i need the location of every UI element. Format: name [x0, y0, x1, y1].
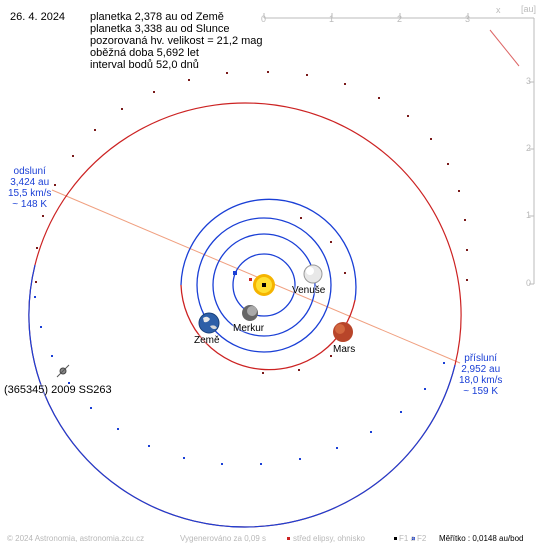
x-tick-label-0: 0 [261, 14, 267, 24]
aphelion-info: odsluní 3,424 au 15,5 km/s ~ 148 K [8, 166, 51, 210]
venus-label: Venuše [292, 285, 326, 296]
legend-center-text: střed elipsy, ohnisko [293, 534, 365, 543]
info-block: planetka 2,378 au od Země planetka 3,338… [90, 11, 263, 71]
info-line-magnitude: pozorovaná hv. velikost = 21,2 mag [90, 35, 263, 47]
ellipse-center-marker [249, 278, 252, 281]
perihelion-temp: ~ 159 K [463, 386, 499, 397]
apsis-line [51, 189, 461, 364]
info-line-interval: interval bodů 52,0 dnů [90, 59, 199, 71]
mercury-label: Merkur [233, 323, 265, 334]
x-tick-label-2: 2 [397, 14, 403, 24]
perihelion-distance: 2,952 au [461, 364, 501, 375]
y-tick-label-3: 3 [526, 76, 532, 86]
x-tick-label-1: 1 [329, 14, 335, 24]
y-tick-label-0: 0 [526, 278, 532, 288]
aphelion-title: odsluní [13, 166, 46, 177]
asteroid-orbit-lower [28, 264, 456, 528]
date-label: 26. 4. 2024 [10, 11, 66, 23]
y-tick-label-2: 2 [526, 143, 532, 153]
asteroid-label: (365345) 2009 SS263 [4, 384, 112, 396]
earth-label: Země [194, 335, 220, 346]
earth-icon [198, 312, 220, 334]
asteroid-orbit-points-blue [34, 296, 445, 465]
perihelion-speed: 18,0 km/s [459, 375, 503, 386]
aphelion-temp: ~ 148 K [12, 199, 48, 210]
generated-text: Vygenerováno za 0,09 s [180, 534, 266, 543]
legend-f2-text: F2 [417, 534, 427, 543]
legend-f1-marker [394, 537, 397, 540]
earth-orbit [196, 217, 332, 353]
mars-orbit-points [262, 217, 346, 374]
x-tick-label-3: 3 [465, 14, 471, 24]
venus-orbit [212, 233, 316, 286]
y-tick-label-1: 1 [526, 210, 532, 220]
mercury-icon [242, 305, 258, 321]
axis-corner-marker [489, 29, 520, 67]
sun-icon [253, 274, 275, 296]
axis-grid [263, 13, 535, 285]
asteroid-icon [56, 364, 70, 378]
unit-label: [au] [521, 4, 537, 14]
legend-f1-text: F1 a [399, 534, 416, 543]
info-line-sun-distance: planetka 3,338 au od Slunce [90, 23, 230, 35]
mars-label: Mars [333, 344, 356, 355]
mars-icon [333, 322, 353, 342]
legend-center-marker [287, 537, 290, 540]
copyright-text: © 2024 Astronomia, astronomia.zcu.cz [7, 534, 145, 543]
venus-orbit-lower [212, 284, 316, 337]
info-line-period: oběžná doba 5,692 let [90, 47, 199, 59]
aphelion-speed: 15,5 km/s [8, 188, 52, 199]
info-line-earth-distance: planetka 2,378 au od Země [90, 11, 224, 23]
x-axis-label: x [496, 5, 501, 15]
f2-marker [233, 271, 237, 275]
scale-text: Měřítko : 0,0148 au/bod [439, 534, 524, 543]
aphelion-distance: 3,424 au [10, 177, 50, 188]
venus-icon [303, 264, 323, 284]
perihelion-info: přísluní 2,952 au 18,0 km/s ~ 159 K [459, 353, 502, 397]
asteroid-orbit-points [35, 71, 468, 283]
perihelion-title: přísluní [464, 353, 498, 364]
mars-orbit-upper [180, 198, 357, 301]
legend-f2-marker [412, 537, 415, 540]
mercury-orbit-lower [232, 284, 296, 317]
